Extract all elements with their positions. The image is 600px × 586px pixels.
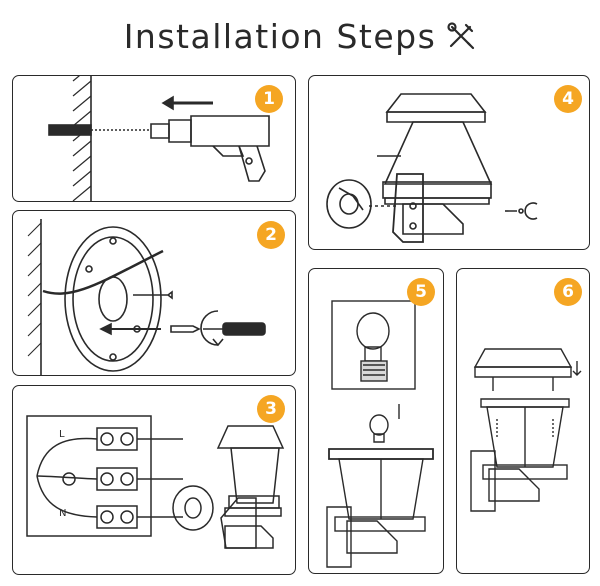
step-4-illustration [326, 93, 538, 243]
wire-label-l: L [59, 429, 65, 440]
step-5-panel: 5 [308, 268, 444, 574]
step-3-badge: 3 [257, 395, 285, 423]
step-5-badge: 5 [407, 278, 435, 306]
title-text: Installation Steps [123, 16, 437, 56]
step-1-panel: 1 [12, 75, 296, 202]
step-1-badge: 1 [255, 85, 283, 113]
step-4-panel: 4 [308, 75, 590, 250]
step-5-illustration [326, 300, 434, 568]
step-4-badge: 4 [554, 85, 582, 113]
page-title: Installation Steps [0, 14, 600, 58]
step-6-illustration [470, 348, 582, 512]
step-2-panel: 2 [12, 210, 296, 376]
step-6-panel: 6 [456, 268, 590, 574]
step-1-illustration [48, 76, 270, 201]
step-3-illustration [26, 415, 285, 549]
step-2-badge: 2 [257, 221, 285, 249]
tools-icon [447, 22, 475, 50]
wire-label-n: N [59, 508, 67, 519]
step-3-panel: L N 3 [12, 385, 296, 575]
step-2-illustration [27, 219, 266, 375]
step-6-badge: 6 [554, 278, 582, 306]
